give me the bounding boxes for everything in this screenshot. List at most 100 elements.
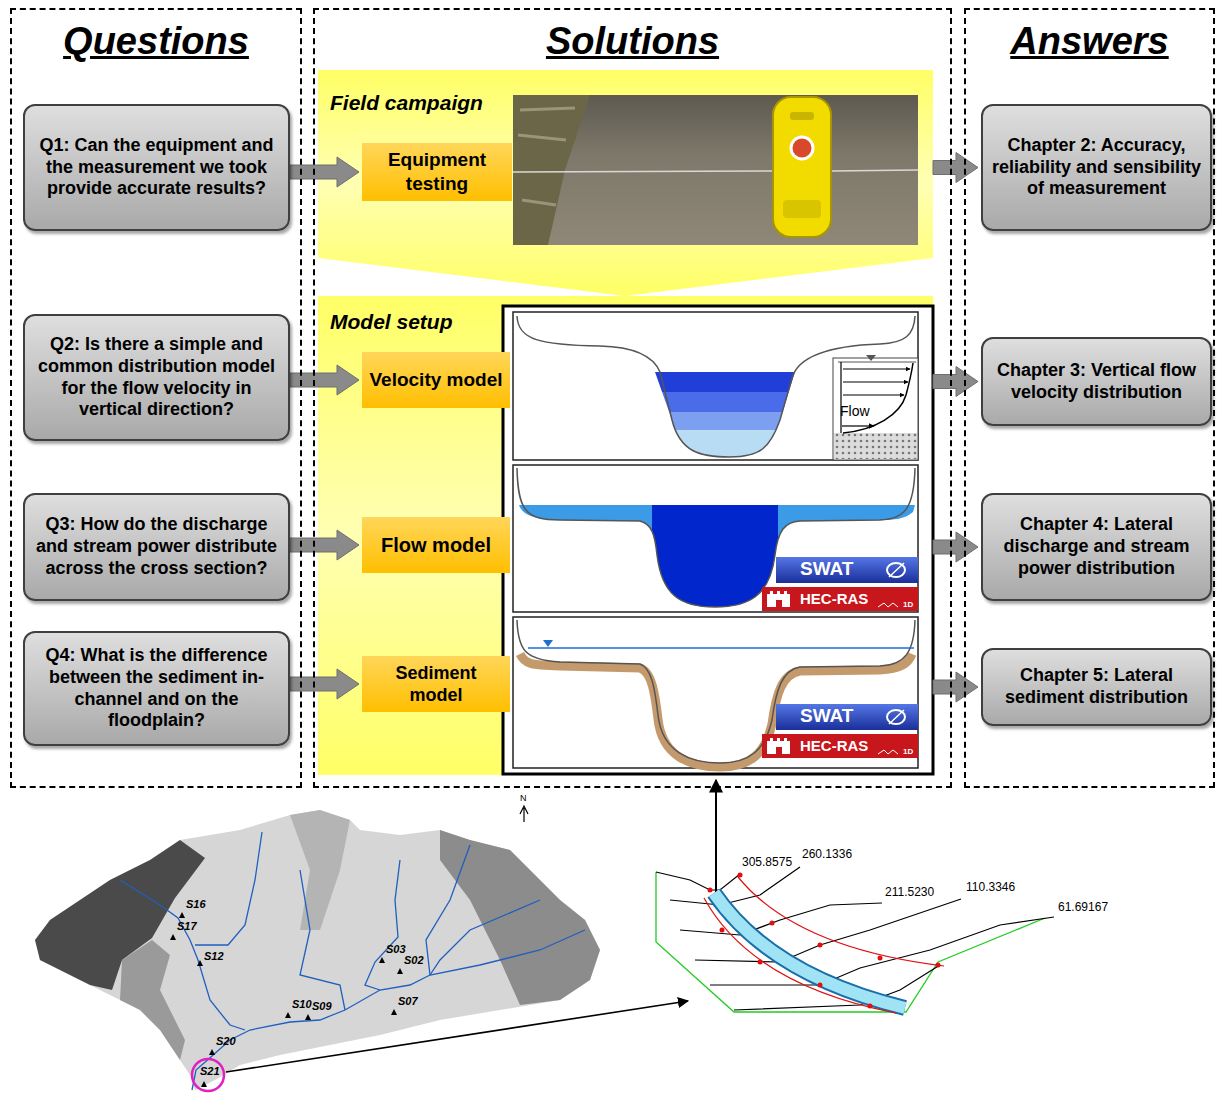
flow-arrow — [933, 367, 978, 397]
illustration-part — [818, 983, 823, 988]
software-logos — [762, 704, 918, 758]
station-label: S03 — [386, 943, 406, 955]
north-label: N — [520, 793, 527, 803]
illustration-part — [318, 70, 933, 296]
illustration-part — [704, 898, 896, 1013]
illustration-part — [887, 563, 905, 577]
illustration-part — [197, 960, 203, 966]
illustration-part — [513, 95, 590, 245]
illustration-part — [656, 867, 1054, 1010]
box-text: Q4: What is the difference between the s… — [33, 645, 280, 733]
box-text: Q2: Is there a simple and common distrib… — [33, 334, 280, 422]
illustration-part — [513, 465, 918, 612]
illustration-part — [714, 893, 905, 1008]
illustration-part — [868, 1004, 873, 1009]
column-heading: Answers — [966, 20, 1213, 64]
panel-heading: Field campaign — [330, 91, 483, 115]
station-number: 110.3346 — [966, 880, 1015, 894]
axis-label: Flow — [840, 403, 870, 419]
column-heading: Solutions — [315, 20, 950, 64]
box-text: Chapter 4: Lateral discharge and stream … — [991, 514, 1202, 580]
illustration-part — [201, 1081, 207, 1087]
illustration-part — [513, 95, 918, 245]
illustration-part — [843, 382, 908, 383]
illustration-part — [528, 647, 914, 649]
illustration-part — [640, 372, 810, 460]
flow-arrow — [933, 153, 978, 183]
illustration-part — [430, 900, 540, 975]
station-label: S16 — [186, 898, 206, 910]
illustration-part — [426, 845, 470, 975]
illustration-part — [776, 557, 918, 583]
station-label: S17 — [177, 920, 197, 932]
illustration-part — [843, 363, 913, 433]
station-label: S12 — [204, 950, 224, 962]
illustration-part — [513, 170, 918, 172]
illustration-part — [773, 97, 831, 237]
illustration-part — [708, 888, 713, 893]
logo-text: HEC-RAS — [800, 590, 868, 607]
illustration-part — [783, 200, 821, 218]
illustration-part — [640, 412, 810, 430]
illustration-part — [170, 912, 403, 1087]
text-box: Chapter 3: Vertical flow velocity distri… — [981, 337, 1212, 426]
box-text: Chapter 2: Accuracy, reliability and sen… — [991, 135, 1202, 201]
illustration-part — [300, 870, 345, 1010]
text-box: Q2: Is there a simple and common distrib… — [23, 314, 290, 441]
column-frame: SolutionsField campaignEquipment testing… — [313, 8, 952, 788]
illustration-part — [515, 503, 917, 609]
illustration-part — [838, 362, 916, 363]
illustration-part — [767, 591, 790, 607]
field-photo — [513, 95, 918, 245]
text-box: Q3: How do the discharge and stream powe… — [23, 493, 290, 601]
illustration-part — [120, 940, 185, 1060]
box-text: Velocity model — [369, 368, 502, 392]
illustration-part — [365, 860, 400, 990]
illustration-part — [120, 880, 245, 1030]
illustration-part — [520, 806, 528, 822]
illustration-part — [889, 563, 904, 577]
text-box: Q1: Can the equipment and the measuremen… — [23, 104, 290, 231]
illustration-part — [209, 1049, 215, 1055]
illustration-part — [738, 877, 944, 966]
illustration-part — [656, 872, 740, 890]
illustration-part — [503, 306, 933, 774]
column-heading: Questions — [12, 20, 300, 64]
illustration-part — [715, 780, 717, 892]
illustration-part — [833, 358, 918, 460]
illustration-part — [226, 1001, 688, 1072]
illustration-part — [515, 503, 917, 609]
model-box: Flow model — [362, 517, 510, 573]
illustration-part — [770, 921, 775, 926]
illustration-part — [791, 137, 813, 159]
illustration-part — [714, 893, 905, 1008]
yellow-panels — [318, 70, 933, 775]
flow-arrow — [933, 672, 978, 702]
model-box: Equipment testing — [362, 143, 512, 201]
illustration-part — [195, 832, 262, 945]
box-text: Chapter 3: Vertical flow velocity distri… — [991, 360, 1202, 404]
illustration-part — [656, 872, 1045, 1012]
station-label: S10 — [292, 998, 312, 1010]
illustration-part — [305, 1014, 311, 1020]
illustration-part — [842, 425, 874, 426]
box-text: Sediment model — [368, 662, 504, 707]
illustration-part — [776, 600, 782, 607]
illustration-part — [843, 369, 910, 370]
box-text: Flow model — [381, 533, 491, 558]
illustration-part — [758, 960, 763, 965]
velocity-section — [517, 316, 918, 460]
box-text: Chapter 5: Lateral sediment distribution — [991, 665, 1202, 709]
illustration-part — [866, 355, 876, 361]
solution-panel: Field campaignEquipment testing — [318, 70, 933, 258]
station-number: 260.1336 — [802, 847, 852, 861]
software-logos — [762, 557, 918, 611]
illustration-part — [285, 1012, 291, 1018]
hec-ras-geometry — [656, 867, 1054, 1013]
illustration-part — [397, 968, 403, 974]
illustration-part — [391, 1009, 397, 1015]
illustration-part — [192, 930, 585, 1090]
text-box: Chapter 4: Lateral discharge and stream … — [981, 493, 1212, 601]
illustration-part — [670, 867, 800, 905]
illustration-part — [936, 963, 941, 968]
